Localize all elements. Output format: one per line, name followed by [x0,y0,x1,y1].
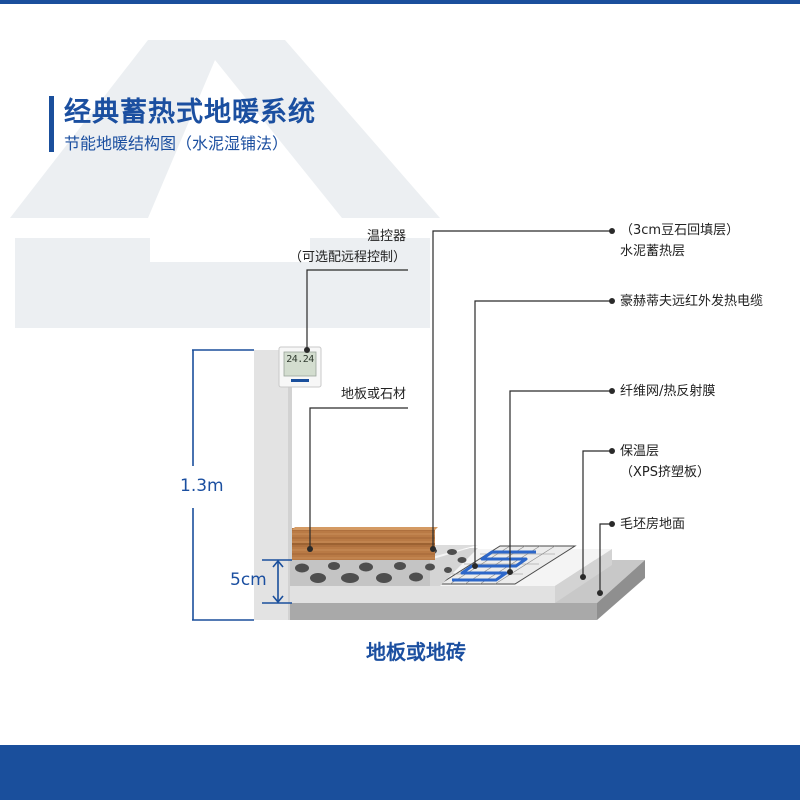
subfloor-label: 毛坯房地面 [620,517,686,532]
leader-end-insulation [609,448,615,454]
cement-layer-label-title: 水泥蓄热层 [620,244,686,259]
leader-insulation [582,450,612,577]
floor-material-label: 地板或石材 [340,387,406,402]
page-title: 经典蓄热式地暖系统 [64,97,316,128]
wall-shadow [288,350,292,620]
diagram-caption: 地板或地砖 [366,640,466,664]
heating-cable-label: 豪赫蒂夫远红外发热电缆 [620,294,764,309]
bottom-accent-bar [0,745,800,800]
leader-dot-thermostat [304,347,310,353]
leader-end-film [609,388,615,394]
page-subtitle: 节能地暖结构图（水泥湿铺法） [64,134,289,153]
insulation-label-title: 保温层 [620,444,660,459]
thermostat-label-title: 温控器 [366,229,406,244]
cement-layer-label: （3cm豆石回填层） 水泥蓄热层 [620,220,739,262]
insulation-front [290,586,555,603]
cement-layer-label-note: （3cm豆石回填层） [620,223,740,238]
leader-thermostat [306,269,408,350]
wall [254,350,290,620]
slab-dimension [262,559,292,604]
leader-dot-insulation [580,574,586,580]
leader-dot-cable [472,563,478,569]
grey-backdrop-notch [150,238,310,262]
concrete-layer-fade [430,548,478,586]
leader-reflective-film [509,390,612,572]
subfloor-side [597,560,645,620]
leader-end-subfloor [609,521,615,527]
leader-floor-material [309,407,408,549]
thermostat-label-note: （可选配远程控制） [288,250,406,265]
leader-dot-film [507,569,513,575]
thermostat-screen [283,351,317,377]
roof-chevron-shape [10,40,440,218]
thermostat-label: 温控器 （可选配远程控制） [246,226,406,268]
height-dimension [192,349,254,621]
leader-cement-layer [432,230,612,549]
title-accent-bar [49,96,54,152]
top-accent-bar [0,0,800,4]
reflective-film-label: 纤维网/热反射膜 [620,384,716,399]
leader-end-cement [609,228,615,234]
leader-dot-cement [430,546,436,552]
subfloor-front [290,603,597,620]
wood-floor-top [292,527,438,530]
insulation-label-note: （XPS挤塑板） [620,465,710,480]
leader-end-cable [609,298,615,304]
leader-heating-cable [474,300,612,566]
leader-dot-subfloor [597,590,603,596]
thermostat-display-text: 24.24 [286,354,314,365]
leader-dot-floor [307,546,313,552]
insulation-label: 保温层 （XPS挤塑板） [620,441,710,483]
slab-thickness-dimension-label: 5cm [230,570,267,590]
thermostat-logo [291,379,309,382]
leader-subfloor [599,523,612,593]
heating-cable [452,550,536,582]
wall-height-dimension-label: 1.3m [180,476,224,496]
